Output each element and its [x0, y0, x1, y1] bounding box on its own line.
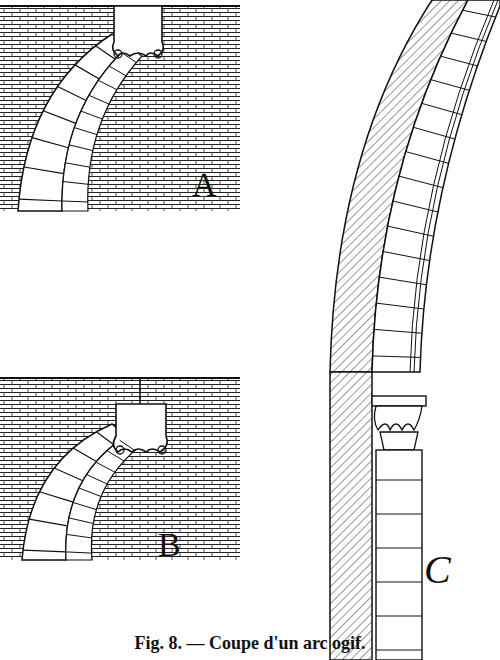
joint-line: [376, 582, 422, 583]
joint-line: [74, 128, 97, 135]
joint-line: [29, 519, 67, 526]
joint-line: [383, 251, 430, 260]
section-a: [0, 6, 240, 211]
joint-line: [388, 226, 434, 236]
joint-line: [81, 111, 102, 119]
joint-line: [24, 167, 64, 174]
joint-line: [413, 127, 454, 139]
joint-line: [39, 492, 73, 502]
joint-line: [376, 480, 422, 481]
joint-line: [73, 502, 96, 509]
joint-line: [120, 440, 135, 450]
joint-line: [376, 303, 424, 309]
joint-line: [376, 548, 422, 549]
joint-line: [58, 86, 87, 100]
figure-caption: Fig. 8. — Coupe d'un arc ogif.: [0, 633, 500, 654]
joint-line: [441, 56, 478, 66]
joint-line: [19, 199, 62, 201]
joint-line: [393, 201, 438, 212]
joint-line: [109, 66, 126, 76]
joint-line: [23, 550, 66, 552]
joint-line: [376, 650, 422, 651]
joint-line: [65, 163, 90, 167]
joint-line: [406, 152, 449, 164]
joint-line: [54, 468, 83, 481]
joint-line: [69, 145, 93, 151]
joint-line: [376, 616, 422, 617]
joint-line: [66, 552, 92, 553]
joint-line: [62, 200, 88, 202]
panel-letter: C: [424, 550, 451, 590]
joint-line: [431, 80, 469, 91]
joint-line: [98, 80, 117, 89]
joint-line: [43, 111, 76, 124]
panel-letter: A: [192, 168, 217, 202]
joint-line: [66, 534, 91, 538]
joint-line: [463, 10, 496, 17]
section-c: [330, 0, 500, 660]
joint-line: [73, 448, 96, 461]
joint-line: [75, 65, 99, 79]
section-b: [0, 378, 240, 560]
joint-line: [89, 95, 109, 104]
joint-line: [399, 176, 443, 188]
joint-line: [374, 329, 422, 333]
joint-line: [96, 432, 114, 445]
joint-line: [96, 46, 116, 59]
joint-line: [373, 356, 421, 358]
joint-line: [376, 514, 422, 515]
joint-line: [422, 103, 462, 114]
joint-line: [107, 451, 124, 461]
joint-line: [79, 488, 101, 497]
joint-line: [32, 138, 68, 148]
joint-line: [87, 475, 108, 484]
joint-line: [63, 182, 88, 185]
joint-line: [69, 518, 93, 524]
joint-line: [121, 52, 136, 62]
joint-line: [379, 277, 426, 285]
panel-letter: B: [158, 528, 181, 562]
joint-line: [96, 462, 115, 472]
joint-line: [451, 33, 486, 41]
